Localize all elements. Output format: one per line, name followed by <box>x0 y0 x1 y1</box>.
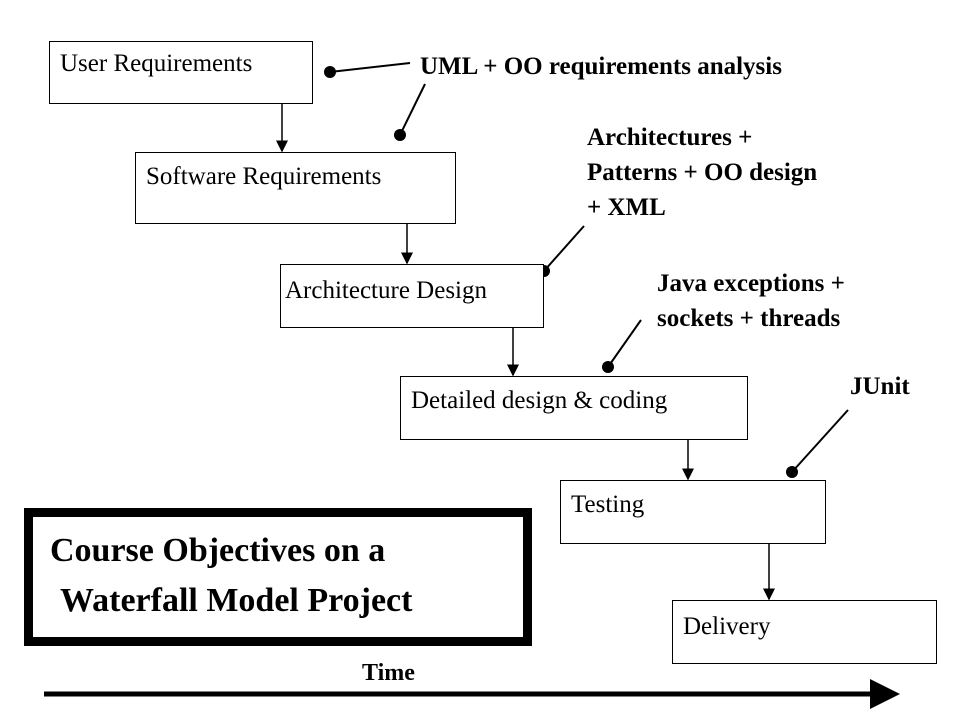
timeline-label: Time <box>362 660 415 686</box>
phase-testing: Testing <box>560 480 826 544</box>
phase-architecture-design: Architecture Design <box>280 264 544 328</box>
callout-dot-uml-software <box>394 129 406 141</box>
phase-user-requirements: User Requirements <box>49 41 313 104</box>
callout-line-architectures <box>543 225 585 272</box>
note-architectures-line-1: Architectures + <box>587 124 753 151</box>
note-architectures-line-2: Patterns + OO design <box>587 159 818 186</box>
callout-line-uml-user <box>329 62 411 73</box>
callout-dot-uml-user <box>324 66 336 78</box>
note-architectures: Architectures + Patterns + OO design + X… <box>587 120 817 225</box>
callout-line-java <box>607 319 642 368</box>
note-uml-analysis: UML + OO requirements analysis <box>420 53 782 80</box>
title-line-1: Course Objectives on a <box>50 532 386 569</box>
callout-line-uml-software <box>399 83 426 136</box>
note-junit: JUnit <box>850 373 910 400</box>
phase-delivery: Delivery <box>672 600 937 664</box>
course-objectives-box <box>24 508 532 646</box>
note-java-line-2: sockets + threads <box>657 305 841 332</box>
callout-dot-java <box>602 361 614 373</box>
note-java-line-1: Java exceptions + <box>657 270 845 297</box>
note-architectures-line-3: + XML <box>587 194 666 221</box>
note-java: Java exceptions + sockets + threads <box>657 266 845 336</box>
callout-line-junit <box>791 409 849 473</box>
title-line-2: Waterfall Model Project <box>60 582 413 619</box>
phase-software-requirements: Software Requirements <box>135 152 456 224</box>
phase-detailed-design: Detailed design & coding <box>400 376 748 440</box>
callout-dot-junit <box>786 466 798 478</box>
